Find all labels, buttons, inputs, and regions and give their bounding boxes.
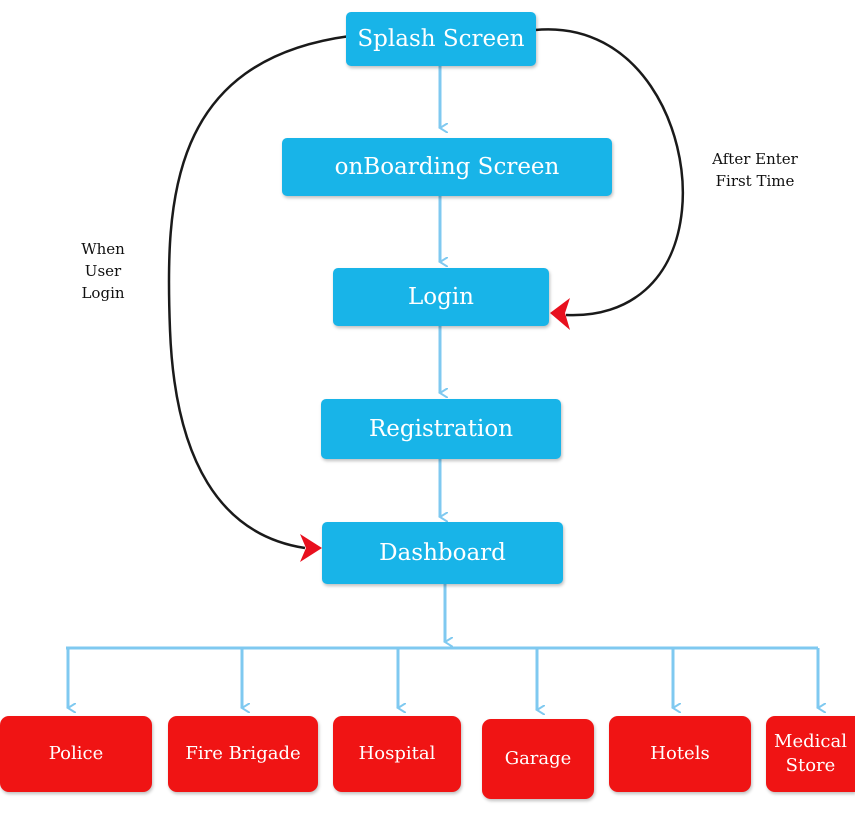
annotation-line: First Time xyxy=(715,172,795,190)
dashboard-node: Dashboard xyxy=(322,522,563,584)
onboarding-screen-node: onBoarding Screen xyxy=(282,138,612,196)
when-user-login-annotation: When User Login xyxy=(70,238,136,304)
redirect-curve-left xyxy=(167,34,351,550)
annotation-line: When xyxy=(81,240,125,258)
service-fire-brigade-node: Fire Brigade xyxy=(168,716,318,792)
redirect-curve-right xyxy=(534,28,685,317)
annotation-line: Login xyxy=(81,284,125,302)
annotation-line: After Enter xyxy=(712,150,798,168)
service-hotels-node: Hotels xyxy=(609,716,751,792)
login-node: Login xyxy=(333,268,549,326)
annotation-line: User xyxy=(84,262,122,280)
medical-store-line-2: Store xyxy=(785,755,836,776)
redirect-arrowhead-left xyxy=(300,534,322,562)
redirect-arrowhead-right xyxy=(550,298,570,330)
medical-store-line-1: Medical xyxy=(774,730,847,752)
service-medical-store-node: Medical Store xyxy=(766,716,855,792)
registration-node: Registration xyxy=(321,399,561,459)
service-garage-node: Garage xyxy=(482,719,594,799)
splash-screen-node: Splash Screen xyxy=(346,12,536,66)
service-police-node: Police xyxy=(0,716,152,792)
service-hospital-node: Hospital xyxy=(333,716,461,792)
after-enter-first-time-annotation: After Enter First Time xyxy=(700,148,810,192)
